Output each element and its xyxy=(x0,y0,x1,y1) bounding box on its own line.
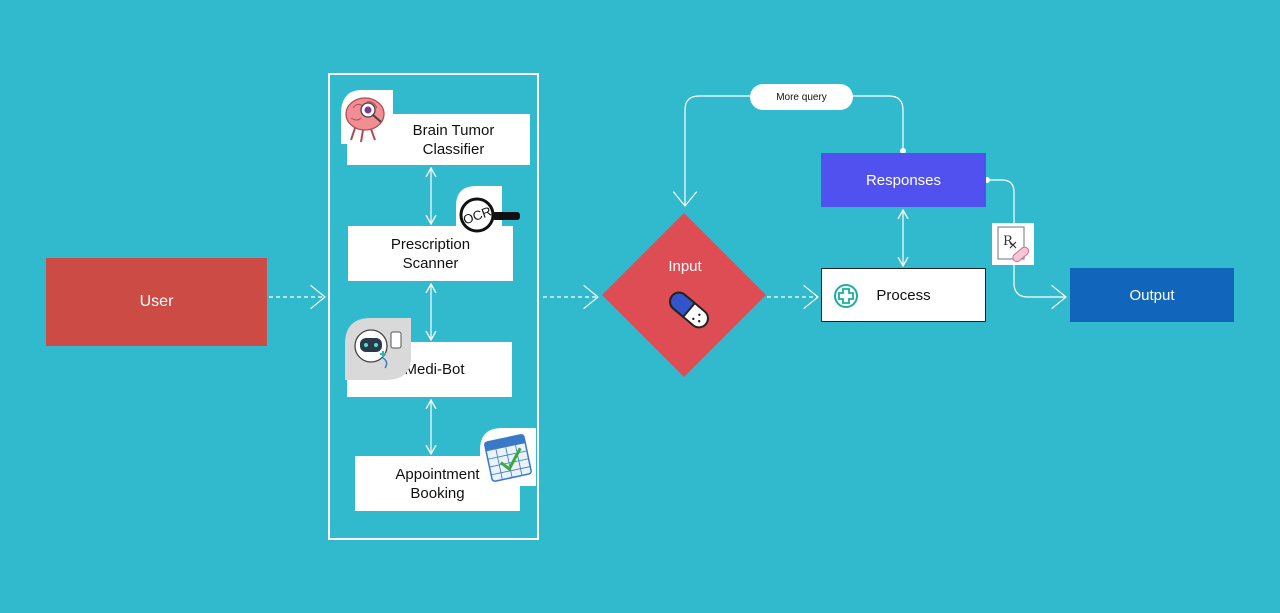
calendar-check-icon xyxy=(480,428,536,486)
appointment-label: Appointment Booking xyxy=(395,465,480,502)
ocr-magnifier-icon: OCR xyxy=(456,186,520,236)
responses-label: Responses xyxy=(865,171,942,189)
process-label: Process xyxy=(876,286,931,304)
prescription-rx-icon: R xyxy=(992,223,1034,265)
user-label: User xyxy=(139,293,174,310)
services-panel xyxy=(328,73,539,540)
input-label: Input xyxy=(668,258,702,275)
output-node: Output xyxy=(1070,268,1234,322)
more-query-label: More query xyxy=(750,84,853,110)
medical-cross-icon xyxy=(834,284,858,308)
medical-robot-icon xyxy=(345,318,411,380)
capsule-icon xyxy=(669,291,709,329)
process-node: Process xyxy=(821,268,986,322)
brain-mascot-icon xyxy=(341,90,393,144)
output-label: Output xyxy=(1129,286,1175,304)
user-node: User xyxy=(46,258,267,346)
svg-text:R: R xyxy=(1003,234,1014,249)
prescription-label: Prescription Scanner xyxy=(390,235,471,272)
brain-tumor-label: Brain Tumor Classifier xyxy=(412,121,495,158)
medibot-label: Medi-Bot xyxy=(404,361,465,378)
responses-node: Responses xyxy=(821,153,986,207)
